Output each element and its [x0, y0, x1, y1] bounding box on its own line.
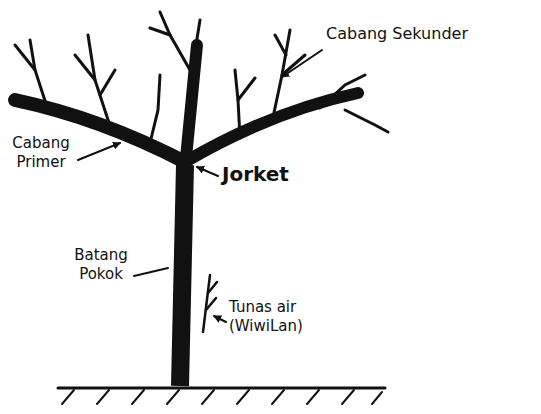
part-label: Cabang Primer: [6, 134, 76, 172]
part-label: Batang Pokok: [66, 246, 136, 284]
part-label: Jorket: [222, 162, 312, 187]
part-label: Cabang Sekunder: [326, 24, 526, 44]
part-label: Tunas air (WiwiLan): [229, 298, 317, 336]
